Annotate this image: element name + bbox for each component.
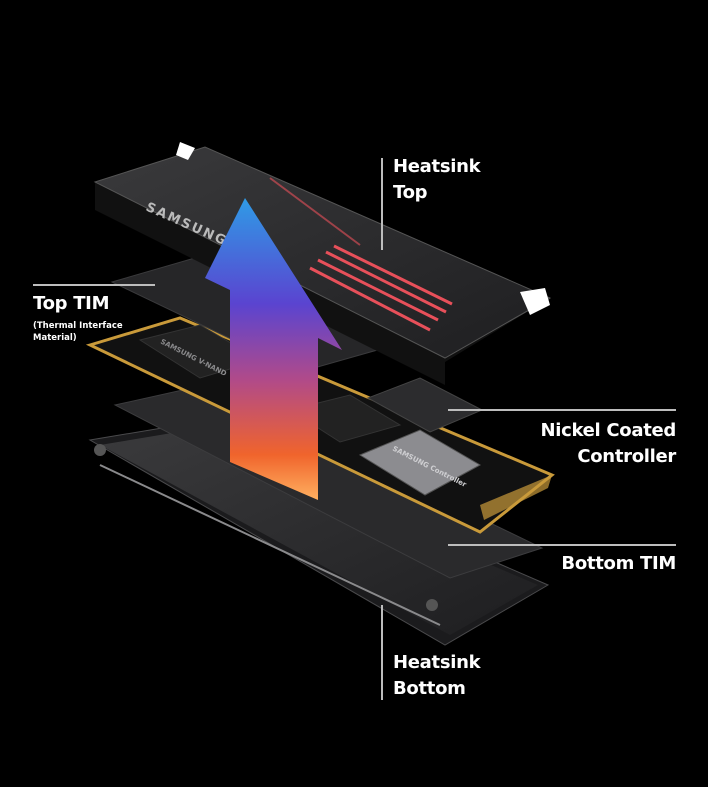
label-nickel-controller: Nickel Coated Controller <box>540 418 676 470</box>
label-top-tim: Top TIM <box>33 293 110 314</box>
label-heatsink-bottom: Heatsink Bottom <box>393 650 481 702</box>
heatsink-fins <box>269 177 453 332</box>
heatsink-top: SAMSUNG <box>93 142 552 385</box>
controller-chip <box>358 429 482 496</box>
leader-nickel-controller <box>448 409 676 411</box>
label-heatsink-top: Heatsink Top <box>393 154 481 206</box>
label-line: (Thermal Interface <box>33 321 123 331</box>
label-top-tim-note: (Thermal Interface Material) <box>33 320 123 344</box>
heatsink-bottom <box>88 424 550 646</box>
ssd-pcb: SAMSUNG V-NAND SAMSUNG Controller <box>85 316 555 534</box>
label-line: Top <box>393 182 428 203</box>
label-line: Controller <box>577 446 676 467</box>
label-line: Heatsink <box>393 156 481 177</box>
label-line: Bottom <box>393 678 466 699</box>
leader-heatsink-top <box>381 158 383 250</box>
bottom-tim <box>113 384 544 579</box>
label-line: Heatsink <box>393 652 481 673</box>
label-bottom-tim: Bottom TIM <box>561 553 676 574</box>
leader-bottom-tim <box>448 544 676 546</box>
label-line: Material) <box>33 333 77 343</box>
label-line: Nickel Coated <box>540 420 676 441</box>
leader-top-tim <box>33 284 155 286</box>
heat-flow-arrow <box>205 198 342 500</box>
leader-heatsink-bottom <box>381 605 383 700</box>
